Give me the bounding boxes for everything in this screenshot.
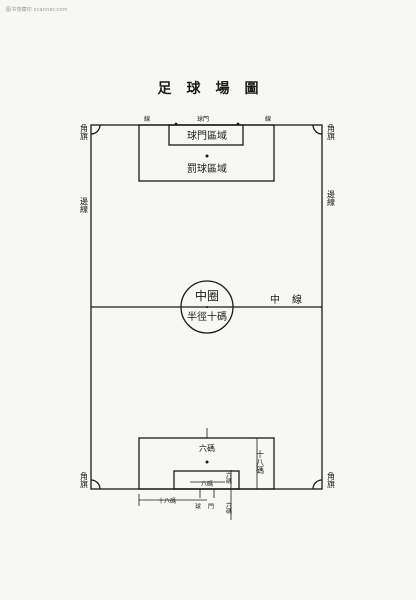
eighteen-bottom-label: 十八碼 — [158, 497, 176, 505]
goal-line-label-left: 線 — [144, 115, 150, 123]
top-goal-area — [168, 124, 244, 146]
center-spot — [206, 306, 208, 308]
center-circle — [180, 280, 234, 334]
top-goal-post-right — [236, 122, 240, 126]
corner-label-bottom-left: 角旗 — [80, 471, 89, 489]
six-yards-small-label: 六碼 — [225, 471, 232, 485]
goal-posts-label: 球門 — [197, 115, 209, 123]
corner-arc-top-right — [312, 124, 323, 135]
goal-bottom-label-right: 門 — [207, 503, 214, 510]
goal-width-label: 八碼 — [201, 481, 213, 488]
corner-label-top-right: 角旗 — [327, 123, 336, 141]
page-title: 足球場圖 — [157, 81, 274, 97]
center-circle-label-top: 中圈 — [195, 288, 219, 303]
top-penalty-spot — [205, 154, 209, 158]
corner-arc-bottom-left — [90, 479, 101, 490]
goal-area-label: 球門區域 — [187, 129, 227, 142]
corner-arc-top-left — [90, 124, 101, 135]
penalty-area-label: 罰球區域 — [187, 162, 227, 175]
goal-bottom-label-left: 球 — [194, 502, 201, 509]
corner-arc-bottom-right — [312, 479, 323, 490]
corner-label-top-left: 角旗 — [80, 123, 89, 141]
six-yards-label: 六碼 — [199, 443, 215, 453]
center-circle-label-bottom: 半徑十碼 — [187, 310, 227, 323]
goal-line-label-right: 線 — [265, 115, 271, 123]
six-bottom-label: 六碼 — [225, 501, 232, 515]
bottom-penalty-spot — [205, 460, 209, 464]
center-line-label: 中線 — [270, 293, 314, 306]
corner-label-bottom-right: 角旗 — [327, 471, 336, 489]
top-goal-post-left — [174, 122, 178, 126]
watermark: 图书馆藏印 scanner.com — [6, 7, 68, 13]
side-line-label-left: 邊線 — [80, 196, 89, 213]
eighteen-yards-vert-label: 十八碼 — [256, 449, 265, 475]
bottom-goal-area — [173, 470, 240, 490]
side-line-label-right: 邊線 — [327, 189, 336, 206]
